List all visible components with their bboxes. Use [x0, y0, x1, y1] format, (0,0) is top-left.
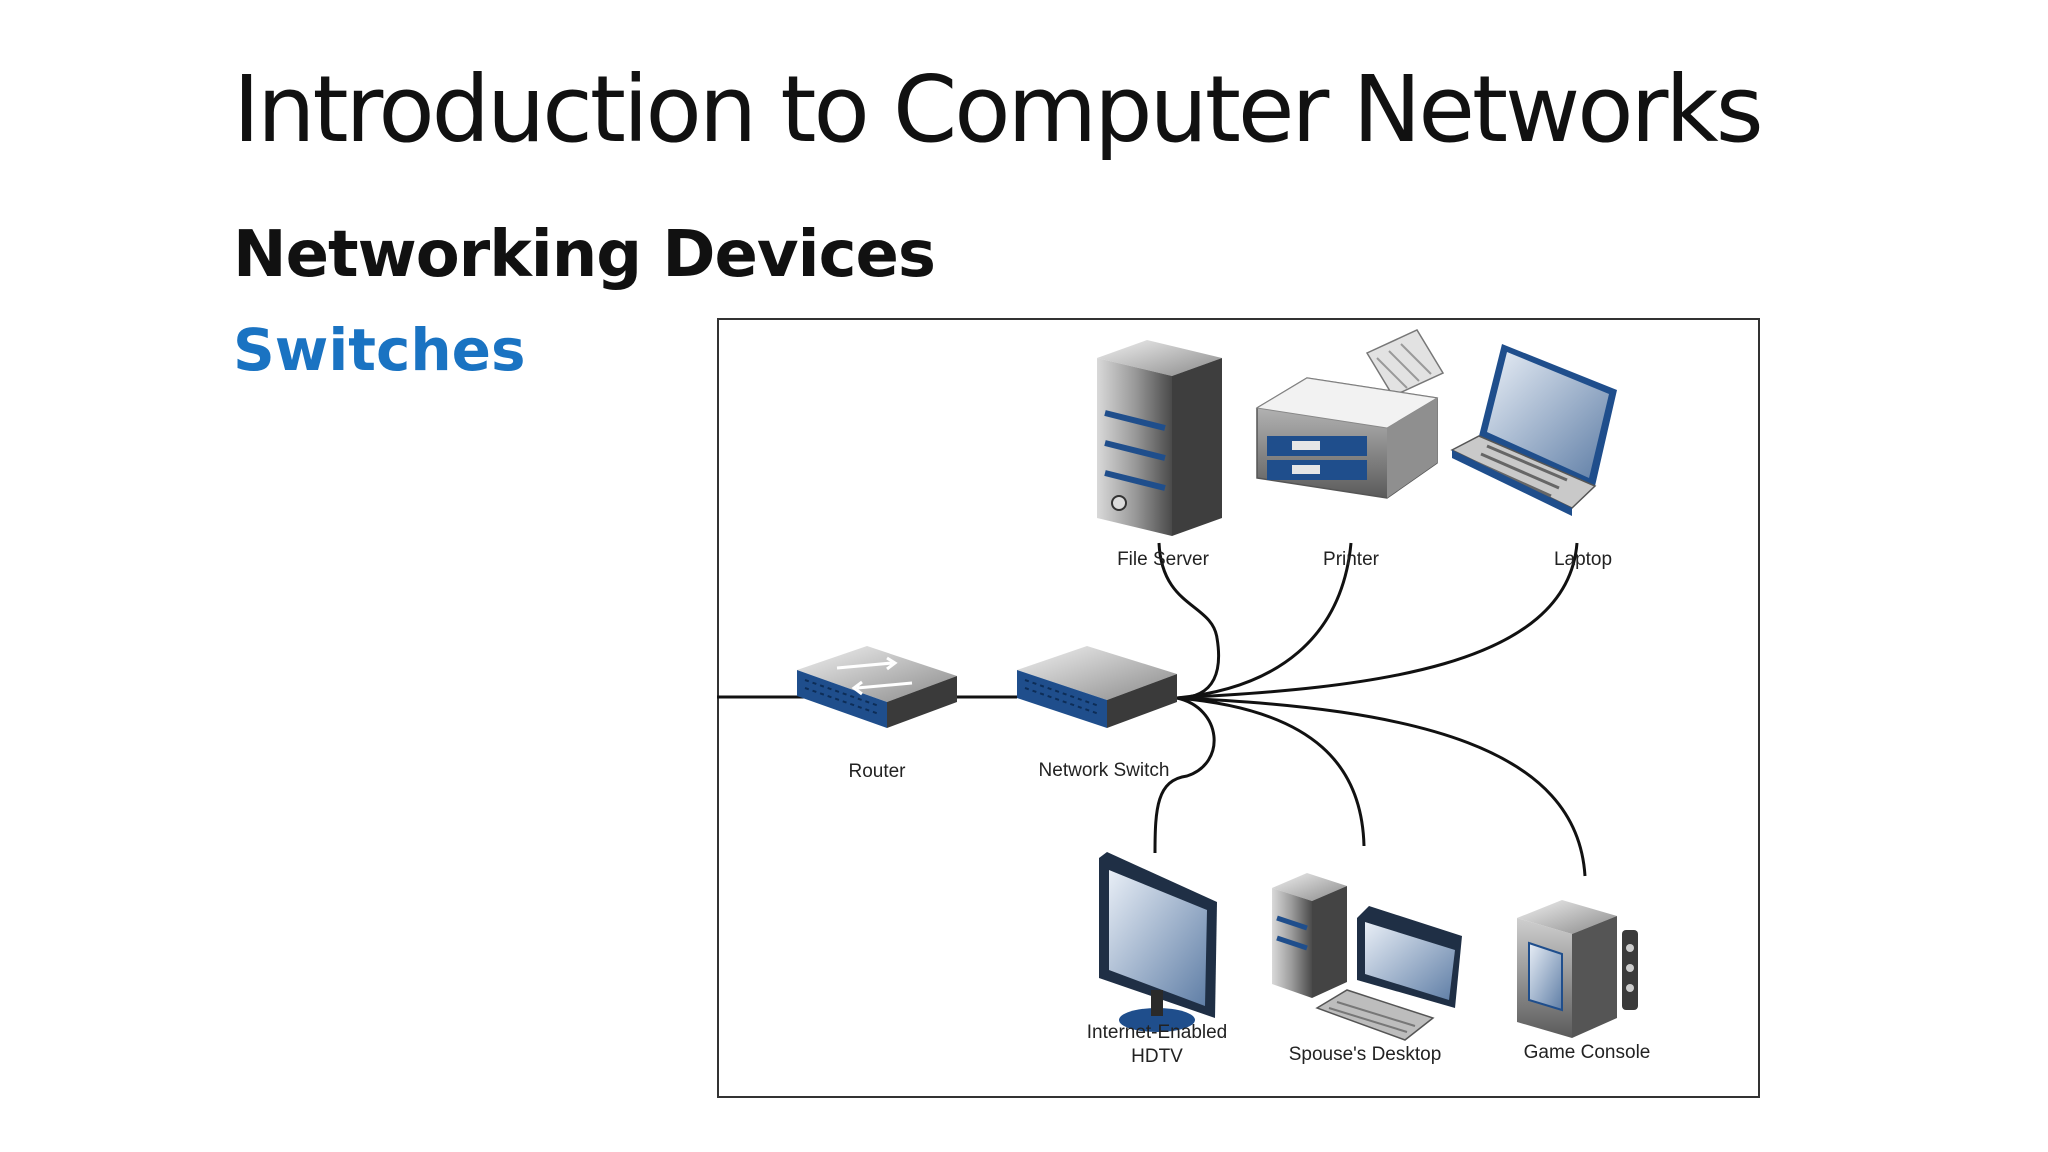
label-game-console: Game Console — [1524, 1042, 1651, 1063]
cable-laptop — [1176, 542, 1579, 700]
cable-printer — [1176, 542, 1353, 700]
slide-topic: Switches — [233, 316, 526, 384]
label-network-switch: Network Switch — [1039, 760, 1170, 781]
game-console-icon — [1517, 900, 1638, 1038]
desktop-icon — [1272, 873, 1462, 1041]
printer-icon — [1255, 329, 1445, 499]
label-spouses-desktop: Spouse's Desktop — [1289, 1044, 1442, 1065]
label-printer: Printer — [1323, 549, 1380, 570]
cable-desktop — [1176, 696, 1366, 847]
slide-subtitle: Networking Devices — [233, 218, 936, 292]
cable-game-console — [1176, 696, 1587, 877]
label-laptop: Laptop — [1554, 549, 1612, 570]
label-hdtv-line1: Internet-Enabled — [1087, 1022, 1228, 1043]
slide-title: Introduction to Computer Networks — [233, 56, 1764, 163]
network-switch-icon — [1017, 646, 1177, 728]
cable-hdtv — [1153, 696, 1216, 854]
hdtv-icon — [1099, 852, 1217, 1032]
label-file-server: File Server — [1117, 549, 1210, 570]
file-server-icon — [1097, 340, 1222, 536]
label-hdtv-line2: HDTV — [1131, 1046, 1183, 1067]
router-icon — [797, 646, 957, 728]
cable-file-server — [1157, 542, 1221, 700]
laptop-icon — [1450, 344, 1617, 516]
network-diagram: File Server Printer Laptop Router — [717, 318, 1760, 1098]
label-router: Router — [848, 761, 906, 782]
